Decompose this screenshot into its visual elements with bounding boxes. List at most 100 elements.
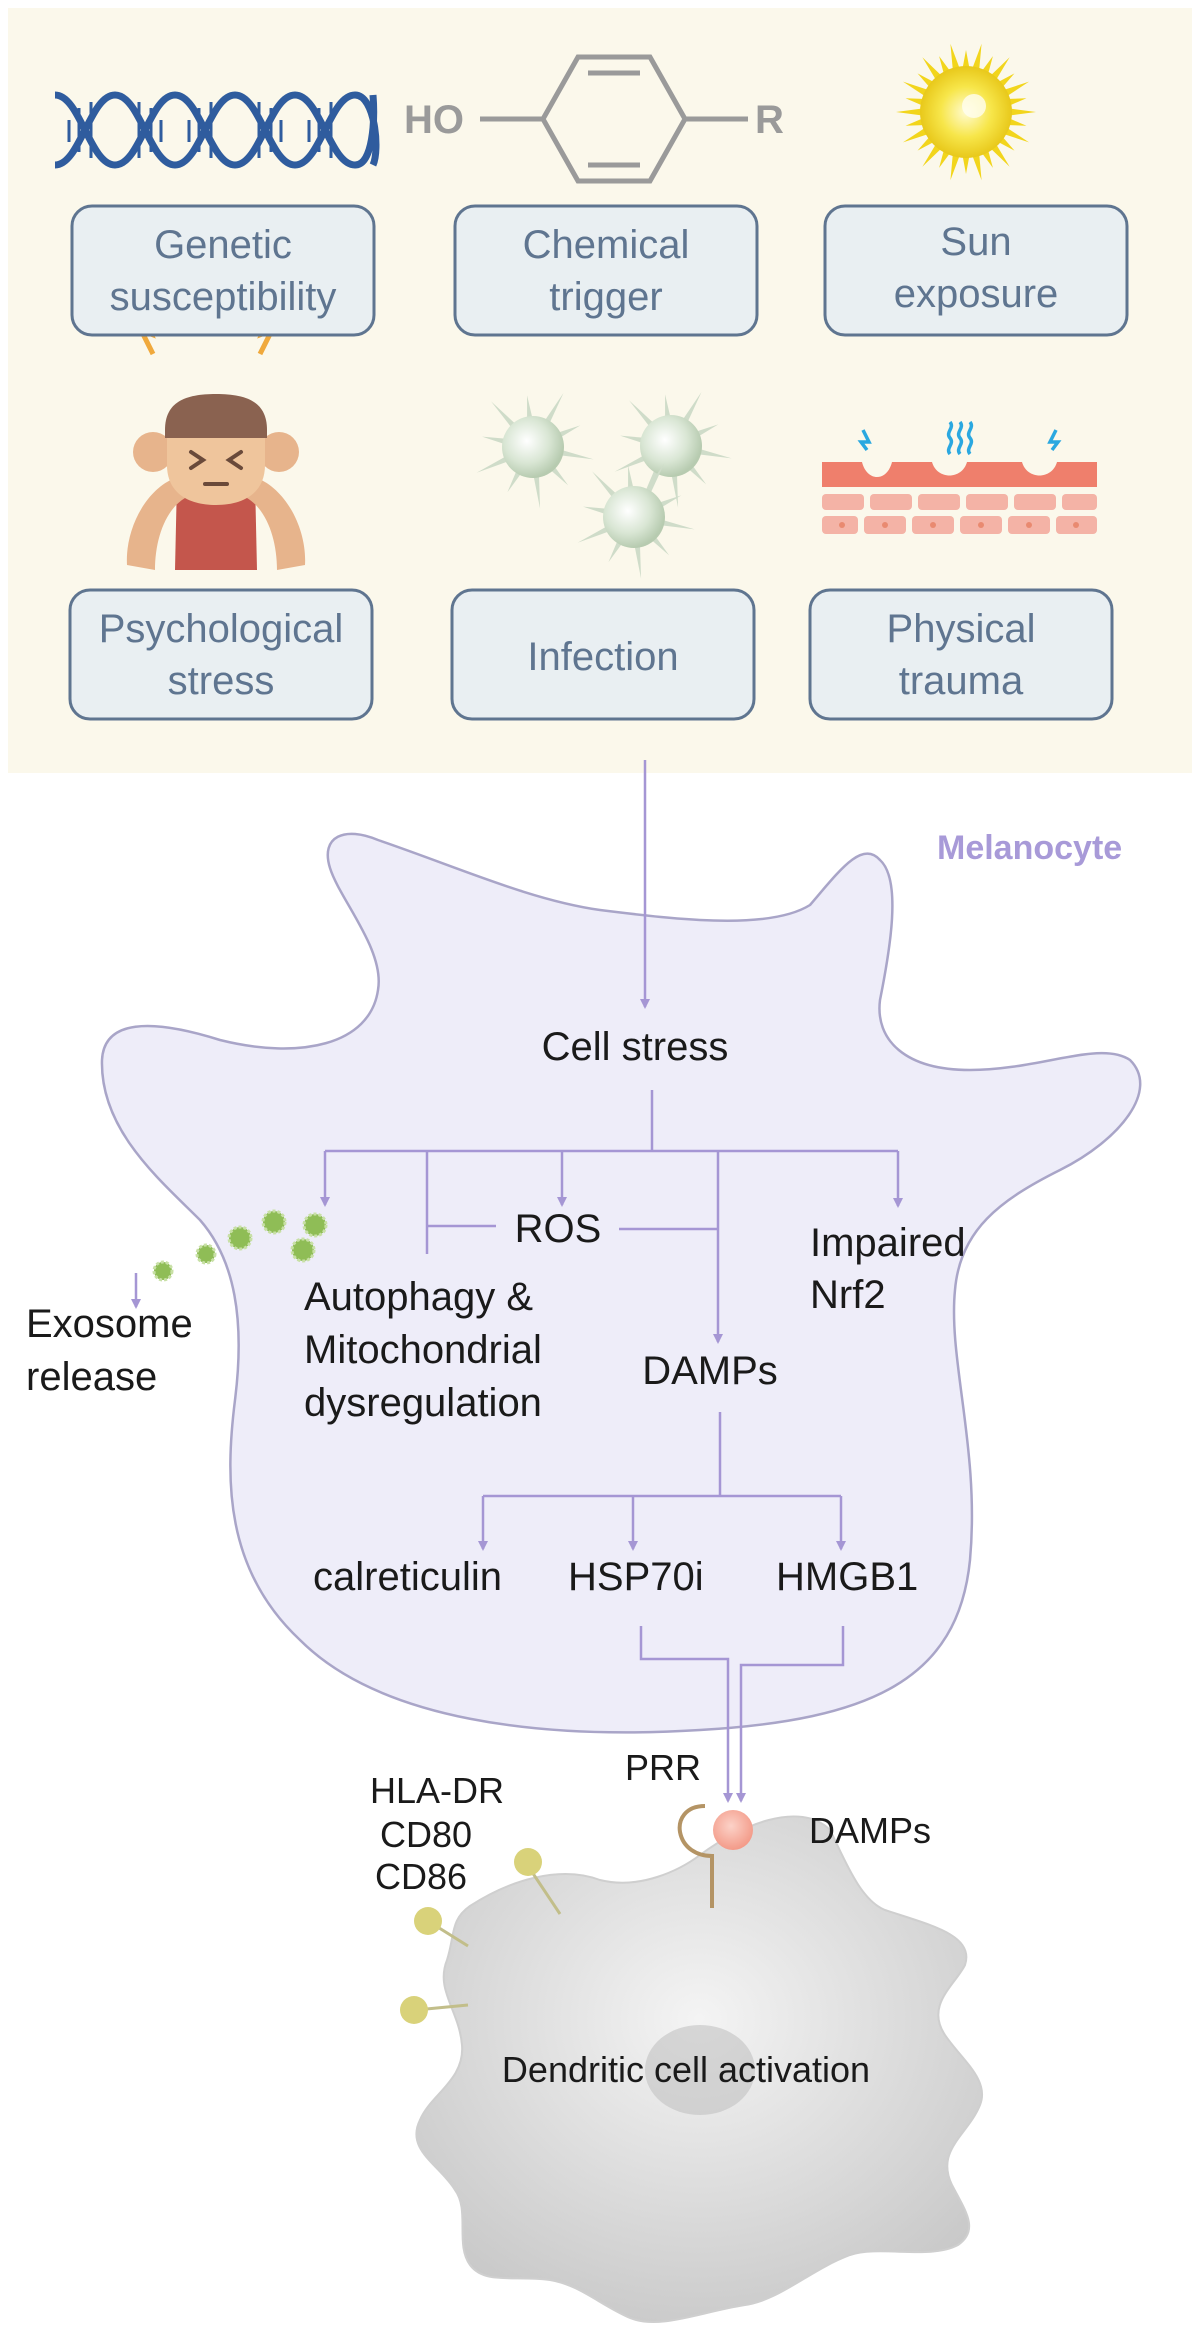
ros-label: ROS — [515, 1207, 602, 1251]
trigger-label-line2: trauma — [899, 659, 1024, 703]
virus-spike — [645, 463, 665, 495]
trigger-box-genetic: Genetic susceptibility — [70, 204, 376, 337]
virus-spike — [583, 506, 608, 515]
virus-spike — [660, 519, 695, 530]
exosome-dots — [152, 1209, 328, 1282]
impaired-nrf2-line2: Nrf2 — [810, 1273, 886, 1317]
phenol-structure-icon: HO R — [404, 54, 784, 184]
virus-body — [603, 486, 665, 548]
sun-ray — [922, 57, 943, 82]
marker-cd80: CD80 — [380, 1814, 472, 1855]
virus-spike — [533, 474, 541, 509]
trigger-label-line2: stress — [168, 659, 275, 703]
virus-spike — [629, 400, 655, 428]
trigger-label-line1: Psychological — [99, 607, 344, 651]
autophagy-line3: dysregulation — [304, 1381, 542, 1425]
virus-spike — [628, 465, 634, 490]
virus-spike — [665, 394, 671, 419]
sun-ray — [922, 142, 943, 167]
dc-damps-label: DAMPs — [809, 1810, 931, 1851]
trigger-label-line1: Infection — [527, 635, 678, 679]
sun-ray — [902, 81, 930, 98]
damaged-skin-icon — [822, 420, 1097, 534]
dna-icon — [54, 91, 380, 169]
virus-spike — [549, 465, 569, 486]
pathway-arrows — [131, 760, 903, 1803]
virus-spike — [544, 393, 564, 425]
virus-spike — [682, 392, 702, 424]
exosome-dot — [195, 1243, 217, 1265]
melanocyte-label: Melanocyte — [937, 829, 1122, 867]
surface-marker-icon — [400, 1848, 562, 2024]
dendritic-nucleus — [645, 2025, 755, 2115]
virus-spike — [577, 526, 610, 543]
sun-ray — [902, 126, 930, 143]
trigger-box-psychological: Psychological stress — [68, 588, 374, 721]
sun-ray — [962, 50, 970, 71]
virus-spike — [620, 435, 645, 444]
sun-ray — [971, 151, 982, 181]
sun-ray — [1002, 126, 1030, 143]
trigger-label-line1: Genetic — [154, 223, 292, 267]
virus-spike — [608, 539, 623, 563]
exosome-dot — [261, 1209, 287, 1235]
dendritic-activation-label: Dendritic cell activation — [502, 2049, 870, 2090]
trigger-label-line1: Physical — [887, 607, 1036, 651]
sun-ray — [989, 142, 1010, 167]
calreticulin-label: calreticulin — [313, 1555, 502, 1599]
exosome-dot — [227, 1225, 253, 1251]
virus-body — [640, 415, 702, 477]
virus-spike — [592, 471, 618, 499]
virus-spike — [671, 473, 679, 508]
virus-spike — [527, 395, 533, 420]
virus-spike — [658, 495, 682, 508]
virus-spike — [614, 455, 647, 472]
autophagy-line1: Autophagy & — [304, 1275, 533, 1319]
virus-spike — [559, 449, 594, 460]
impaired-nrf2-line1: Impaired — [810, 1221, 966, 1265]
stressed-person-icon — [126, 310, 306, 570]
exosome-dot — [290, 1237, 316, 1263]
sun-ray — [971, 43, 982, 73]
melanocyte-cell — [100, 832, 1142, 1734]
trigger-box-infection: Infection — [450, 588, 756, 721]
sun-ray — [989, 57, 1010, 82]
virus-body — [502, 416, 564, 478]
trigger-label-line2: trigger — [549, 275, 662, 319]
virus-spike — [645, 468, 660, 492]
trigger-label-line2: susceptibility — [110, 275, 337, 319]
autophagy-line2: Mitochondrial — [304, 1328, 542, 1372]
sun-ray — [1002, 81, 1030, 98]
damp-molecule-icon — [713, 1810, 753, 1850]
virus-spike — [634, 544, 642, 579]
trigger-label-line1: Sun — [940, 220, 1011, 264]
trigger-box-sun: Sun exposure — [823, 204, 1129, 337]
sun-ray — [1007, 108, 1036, 116]
virus-spike — [687, 464, 707, 485]
virus-icon — [476, 392, 732, 579]
virus-spike — [557, 425, 581, 438]
chem-ho-label: HO — [404, 98, 464, 142]
exosome-dot — [302, 1212, 328, 1238]
sun-ray — [950, 151, 961, 181]
cell-stress-label: Cell stress — [542, 1025, 729, 1069]
trigger-box-chemical: Chemical trigger — [453, 204, 759, 337]
exosome-release-line1: Exosome — [26, 1302, 193, 1346]
virus-spike — [507, 469, 522, 493]
chem-r-label: R — [755, 98, 784, 142]
damps-label: DAMPs — [642, 1349, 778, 1393]
marker-cd86: CD86 — [375, 1856, 467, 1897]
virus-spike — [482, 436, 507, 445]
virus-spike — [697, 448, 732, 459]
trigger-box-physical: Physical trauma — [808, 588, 1114, 721]
prr-label: PRR — [625, 1747, 701, 1788]
virus-spike — [650, 535, 670, 556]
prr-receptor-icon — [677, 1804, 714, 1908]
virus-spike — [695, 424, 719, 437]
marker-hla-dr: HLA-DR — [370, 1770, 504, 1811]
sun-icon — [896, 43, 1036, 181]
sun-ray — [962, 153, 970, 174]
sun-ray — [896, 108, 925, 116]
exosome-dot — [152, 1260, 174, 1282]
